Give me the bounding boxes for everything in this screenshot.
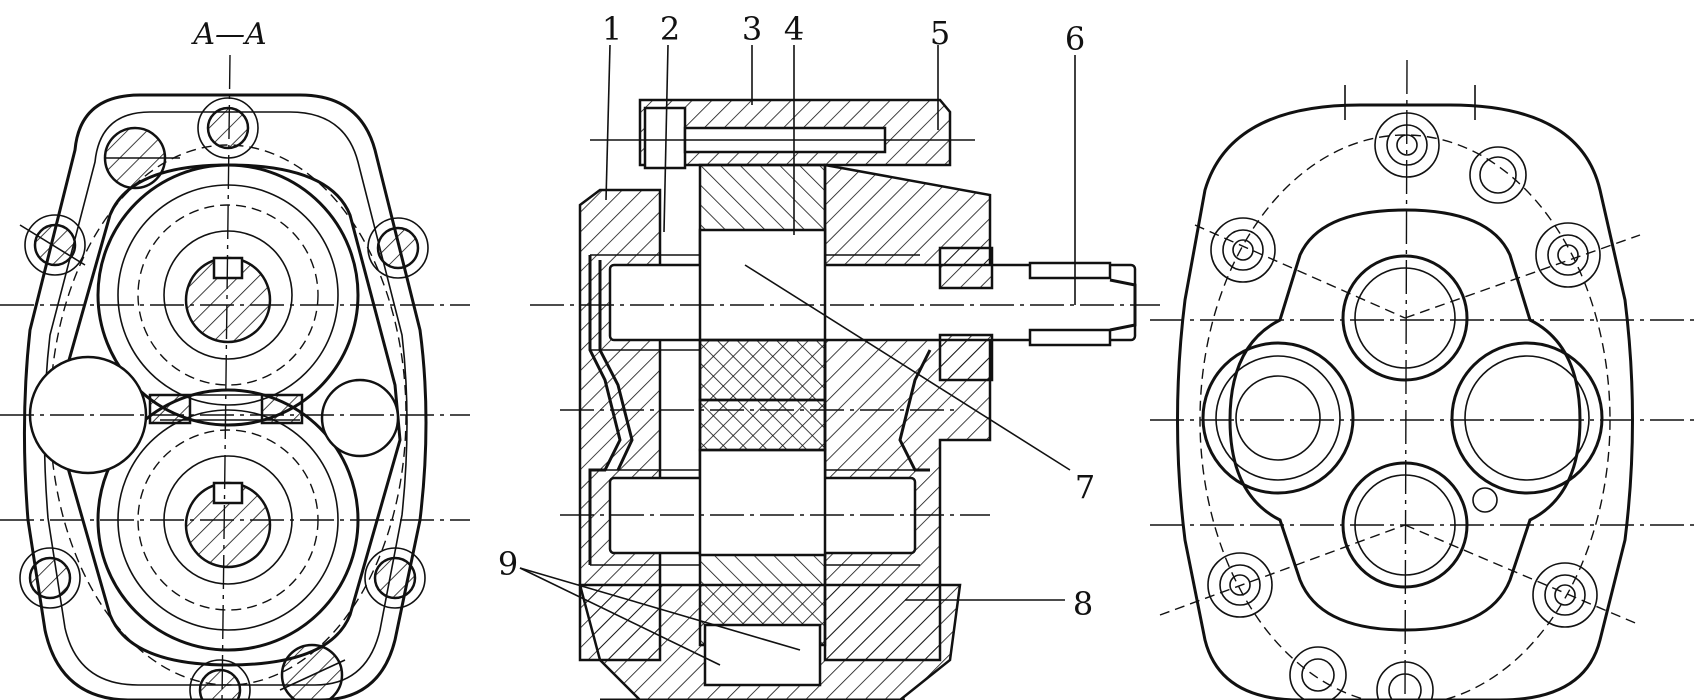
seal-top <box>938 246 994 290</box>
lower-gear-piece <box>698 448 827 557</box>
top-bore <box>1341 254 1469 382</box>
section-label: A—A <box>190 17 266 52</box>
svg-text:8: 8 <box>1073 585 1093 623</box>
seal-bottom <box>938 333 994 382</box>
shaft-key-bottom <box>1028 328 1112 347</box>
outlet-port <box>320 378 400 458</box>
center-lines-middle <box>530 304 1160 516</box>
svg-text:4: 4 <box>784 10 804 48</box>
svg-text:1: 1 <box>602 10 622 48</box>
section-view-left: A—A <box>0 17 470 700</box>
lower-keyway <box>212 481 244 505</box>
shaft-key-top <box>1028 261 1112 280</box>
center-lines-right <box>1150 59 1694 700</box>
svg-text:5: 5 <box>930 14 950 52</box>
svg-text:7: 7 <box>1075 468 1095 506</box>
housing-inner-outline <box>43 111 408 686</box>
svg-text:9: 9 <box>498 545 518 583</box>
callout-leaders <box>519 44 1076 666</box>
small-pin <box>1472 487 1498 513</box>
end-raised-face <box>1228 208 1582 632</box>
callout-labels: 1 2 3 4 5 6 7 8 9 <box>498 10 1095 623</box>
left-port <box>1201 341 1355 495</box>
center-lines-left <box>0 54 470 700</box>
end-bolt-holes <box>1207 112 1601 700</box>
upper-gear-piece <box>698 228 827 342</box>
svg-text:6: 6 <box>1065 20 1085 58</box>
svg-text:2: 2 <box>660 10 680 48</box>
housing-outline <box>22 93 428 700</box>
svg-text:3: 3 <box>742 10 762 48</box>
bearings <box>588 254 932 566</box>
end-view-right <box>1150 59 1694 700</box>
gear-cavity <box>58 163 402 667</box>
right-port <box>1450 341 1604 495</box>
longitudinal-section: 1 2 3 4 5 6 7 8 9 <box>498 10 1160 700</box>
